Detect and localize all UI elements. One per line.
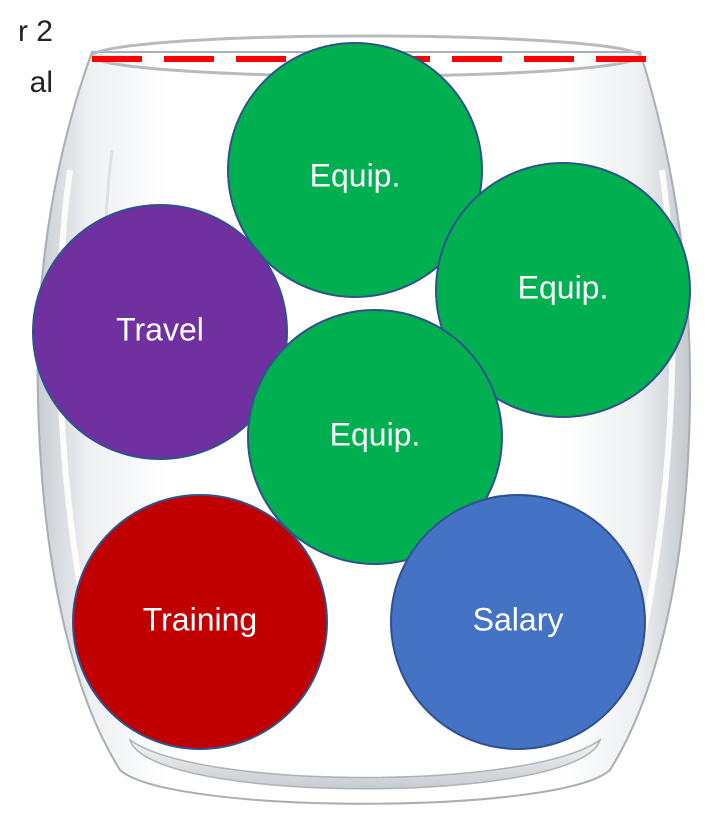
bubble-equip-center: Equip. — [247, 309, 503, 565]
clipped-text-line-2: al — [29, 68, 53, 98]
bubble-training: Training — [72, 494, 328, 750]
bubble-travel: Travel — [32, 204, 288, 460]
bubble-label: Training — [143, 601, 257, 637]
bubble-label: Equip. — [518, 269, 609, 305]
bubble-label: Equip. — [310, 157, 401, 193]
clipped-text-line-1: r 2 — [17, 17, 53, 47]
bubble-label: Salary — [473, 601, 564, 637]
glass-base — [128, 738, 602, 790]
bubble-label: Travel — [116, 311, 204, 347]
bubble-equip-top: Equip. — [227, 42, 483, 298]
bubble-salary: Salary — [390, 494, 646, 750]
bubble-equip-right: Equip. — [435, 162, 691, 418]
bubble-label: Equip. — [330, 416, 421, 452]
